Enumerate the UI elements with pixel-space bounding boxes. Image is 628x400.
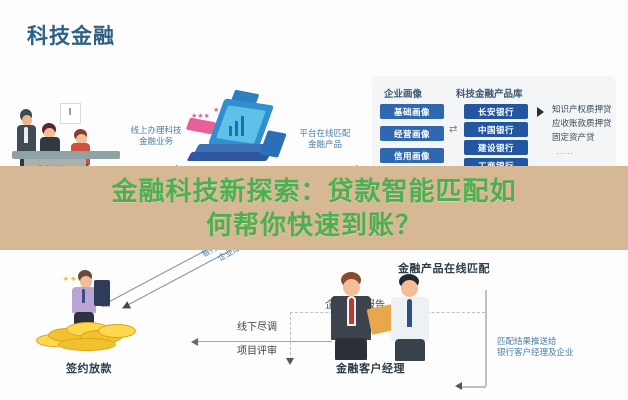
desk-surface [12, 151, 120, 159]
product-library-panel: 企业画像 科技金融产品库 基础画像 经营画像 信用画像 ⇄ 长安银行 中国银行 … [372, 76, 616, 181]
person-face [44, 128, 55, 139]
chip-bank-boc[interactable]: 中国银行 [464, 122, 528, 137]
chart-bar [229, 125, 232, 137]
arrow-left-icon [455, 382, 462, 390]
chip-bank-ccb[interactable]: 建设银行 [464, 140, 528, 155]
arrow-down-icon [286, 358, 294, 365]
illustration-signing-loan: ✦✦ [36, 270, 146, 351]
caption-account-manager: 金融客户经理 [336, 363, 405, 375]
star-icon: ★★★ [191, 113, 210, 120]
result-path-vertical [485, 290, 487, 386]
coin-stack [58, 338, 116, 351]
person-face [343, 279, 360, 296]
illustration-account-managers [325, 272, 445, 364]
result-path-horizontal [460, 386, 486, 388]
chart-bar [235, 120, 238, 137]
chevron-right-icon [537, 107, 544, 117]
page-title: 科技金融 [27, 25, 115, 48]
chip-profile-basic[interactable]: 基础画像 [380, 104, 444, 119]
person-tie [407, 299, 412, 327]
person-tie [349, 298, 354, 324]
person-shirt [24, 127, 28, 143]
person-tie [82, 289, 85, 303]
illustration-platform-laptop: ★★★ ★★ [185, 89, 290, 184]
chip-profile-credit[interactable]: 信用画像 [380, 148, 444, 163]
arrow-bank-feedback [101, 245, 215, 307]
overlay-band [0, 166, 628, 250]
person-face [401, 280, 418, 297]
caption-online-product-match: 金融产品在线匹配 [398, 263, 490, 275]
overlay-title: 金融科技新探索：贷款智能匹配如 何帮你快速到账？ [0, 166, 628, 250]
person-face [76, 134, 87, 145]
label-project-review: 项目评审 [237, 346, 277, 357]
person-legs [395, 339, 425, 361]
panel-heading-product-library: 科技金融产品库 [456, 89, 523, 100]
overlay-title-line-1: 金融科技新探索：贷款智能匹配如 [111, 176, 517, 206]
label-online-service: 线上办理科技 金融业务 [130, 125, 182, 146]
person-legs [335, 338, 367, 360]
clock-icon [60, 103, 81, 124]
coin-stack [98, 324, 136, 338]
label-push-result: 匹配结果推送给 银行客户经理及企业 [497, 336, 574, 357]
product-more: …… [556, 146, 573, 156]
sparkle-icon: ✦✦ [62, 274, 78, 284]
product-receivables: 应收账款质押贷 [552, 118, 612, 128]
product-ip-pledge: 知识产权质押贷 [552, 104, 612, 114]
dashed-connector-vertical [290, 312, 291, 360]
label-due-diligence: 线下尽调 [237, 322, 277, 333]
chip-bank-changan[interactable]: 长安银行 [464, 104, 528, 119]
arrow-offline-process [191, 337, 332, 346]
overlay-title-line-2: 何帮你快速到账？ [205, 210, 422, 240]
label-platform-match: 平台在线匹配 金融产品 [299, 128, 351, 149]
person-face [22, 115, 32, 126]
chart-bar [241, 115, 244, 137]
person-face [80, 276, 92, 288]
panel-heading-profile: 企业画像 [384, 89, 423, 100]
chip-profile-business[interactable]: 经营画像 [380, 126, 444, 141]
equals-icon: ⇄ [449, 124, 458, 135]
caption-sign-loan: 签约放款 [66, 363, 112, 375]
phone-icon [94, 280, 110, 306]
product-fixed-asset: 固定资产贷 [552, 132, 595, 142]
